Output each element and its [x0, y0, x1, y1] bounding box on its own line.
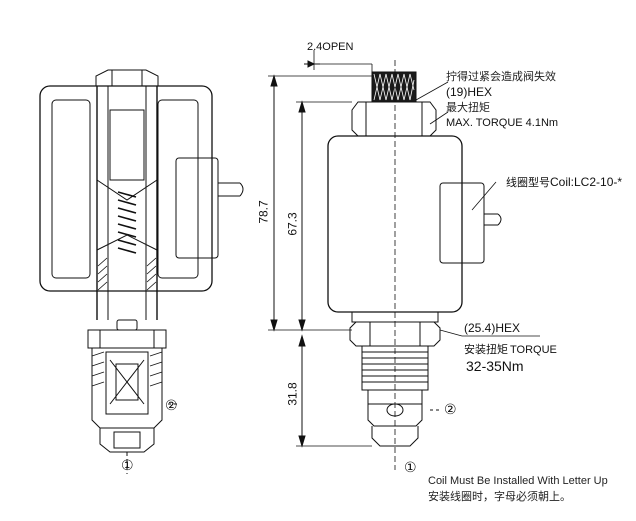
section-view	[39, 69, 244, 474]
section-hex	[87, 329, 167, 349]
port-2-right: ②	[444, 401, 457, 417]
dim-lower-line	[296, 334, 372, 448]
top-hex-label: (19)HEX	[446, 85, 493, 99]
section-coil-right-window	[157, 99, 199, 279]
coil-model-value: Coil:LC2-10-*	[550, 175, 623, 189]
leader-hex-top	[415, 81, 449, 101]
top-hex-nut	[351, 101, 437, 137]
port-2-left: ②	[165, 397, 178, 413]
bottom-hex-nut	[349, 321, 441, 347]
dim-lower-text: 31.8	[285, 382, 300, 406]
section-spring	[117, 191, 137, 254]
coil-model-label: 线圈型号Coil:LC2-10-*	[506, 176, 622, 189]
dim-upper-text: 67.3	[285, 212, 300, 236]
install-torque-cn: 安装扭矩	[464, 344, 508, 356]
section-plunger	[109, 109, 145, 181]
install-note-cn: 安装线圈时，字母必须朝上。	[428, 491, 571, 503]
install-torque-en: TORQUE	[510, 344, 557, 356]
max-torque-label: MAX. TORQUE 4.1Nm	[446, 117, 559, 129]
dim-total-text: 78.7	[256, 200, 271, 224]
dim-upper-line	[296, 100, 352, 332]
port-1-left: ①	[121, 457, 134, 473]
section-coil-body	[39, 85, 213, 292]
bottom-hex-label: (25.4)HEX	[464, 321, 521, 335]
install-torque-value: 32-35Nm	[466, 358, 524, 374]
tighten-warning-cn: 拧得过紧会造成阀失效	[446, 71, 556, 83]
external-view	[268, 50, 540, 470]
leader-hex-bottom	[439, 329, 463, 337]
coil-model-cn: 线圈型号	[506, 177, 550, 189]
dim-total-line	[268, 74, 372, 332]
section-coil-left-window	[51, 99, 91, 279]
port-1-right: ①	[404, 459, 417, 475]
leader-coil	[471, 181, 497, 211]
max-torque-cn: 最大扭矩	[446, 102, 490, 114]
coil-connector	[439, 182, 485, 264]
section-top-nut	[95, 69, 159, 87]
section-connector	[175, 157, 219, 259]
leader-torque-top	[429, 111, 449, 125]
install-note-en: Coil Must Be Installed With Letter Up	[428, 475, 608, 487]
open-gap-marker	[304, 50, 373, 72]
open-gap-label: 2.4OPEN	[307, 41, 354, 53]
